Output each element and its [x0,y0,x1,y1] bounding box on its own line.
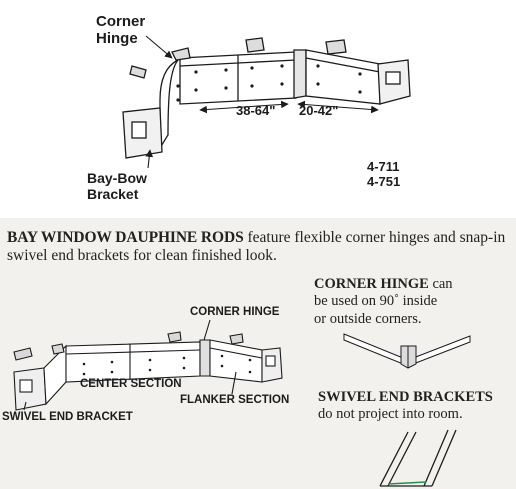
swivel-bracket-detail [379,429,457,487]
bow-section [159,59,179,151]
flanker-section-top [305,49,381,105]
bottom-rod-drawing [13,319,283,411]
model-number-1: 4-711 [367,159,400,174]
corner-hinge-detail [343,333,471,369]
corner-hinge-note-line3: or outside corners. [314,310,422,327]
corner-hinge-label: CORNER HINGE [190,306,280,318]
corner-hinge-note-line2: be used on 90˚ inside [314,293,438,310]
corner-hinge-note-line1: CORNER HINGE can [314,276,514,293]
swivel-end-bracket-label: SWIVEL END BRACKET [2,411,133,423]
product-name: BAY WINDOW DAUPHINE RODS [7,229,244,246]
center-section-shape [65,341,201,383]
model-numbers: 4-711 4-751 [367,159,401,189]
corner-hinge-note: CORNER HINGE can be used on 90˚ inside o… [314,276,514,328]
bay-bow-callout-line2: Bracket [87,185,139,202]
swivel-note-title-text: SWIVEL END BRACKETS [318,389,493,405]
flanker-dimension-label: 20-42" [299,103,339,118]
corner-hinge-callout: Corner Hinge [96,13,146,48]
center-section-label: CENTER SECTION [80,378,182,390]
product-description: BAY WINDOW DAUPHINE RODS feature flexibl… [7,229,512,266]
flanker-section-label: FLANKER SECTION [180,394,290,406]
bay-bow-bracket-callout: Bay-Bow Bracket [87,170,147,202]
corner-hinge-note-title: CORNER HINGE [314,276,429,292]
swivel-bracket-note: SWIVEL END BRACKETS do not project into … [318,389,516,424]
bay-bow-callout-line1: Bay-Bow [87,170,147,186]
feature-text: feature flexible corner hinges and snap-… [7,229,506,265]
corner-hinge-callout-line2: Hinge [96,29,138,47]
swivel-note-text: do not project into room. [318,406,463,423]
swivel-note-title: SWIVEL END BRACKETS [318,389,516,406]
corner-hinge-note-can: can [428,276,453,292]
flanker-section-shape [209,339,263,383]
model-number-2: 4-751 [367,173,401,189]
corner-hinge-shape [199,339,211,377]
corner-hinge-callout-line1: Corner [96,13,146,30]
top-rod-drawing [122,35,411,169]
corner-hinge-top [293,49,307,99]
center-dimension-label: 38-64" [236,103,276,118]
